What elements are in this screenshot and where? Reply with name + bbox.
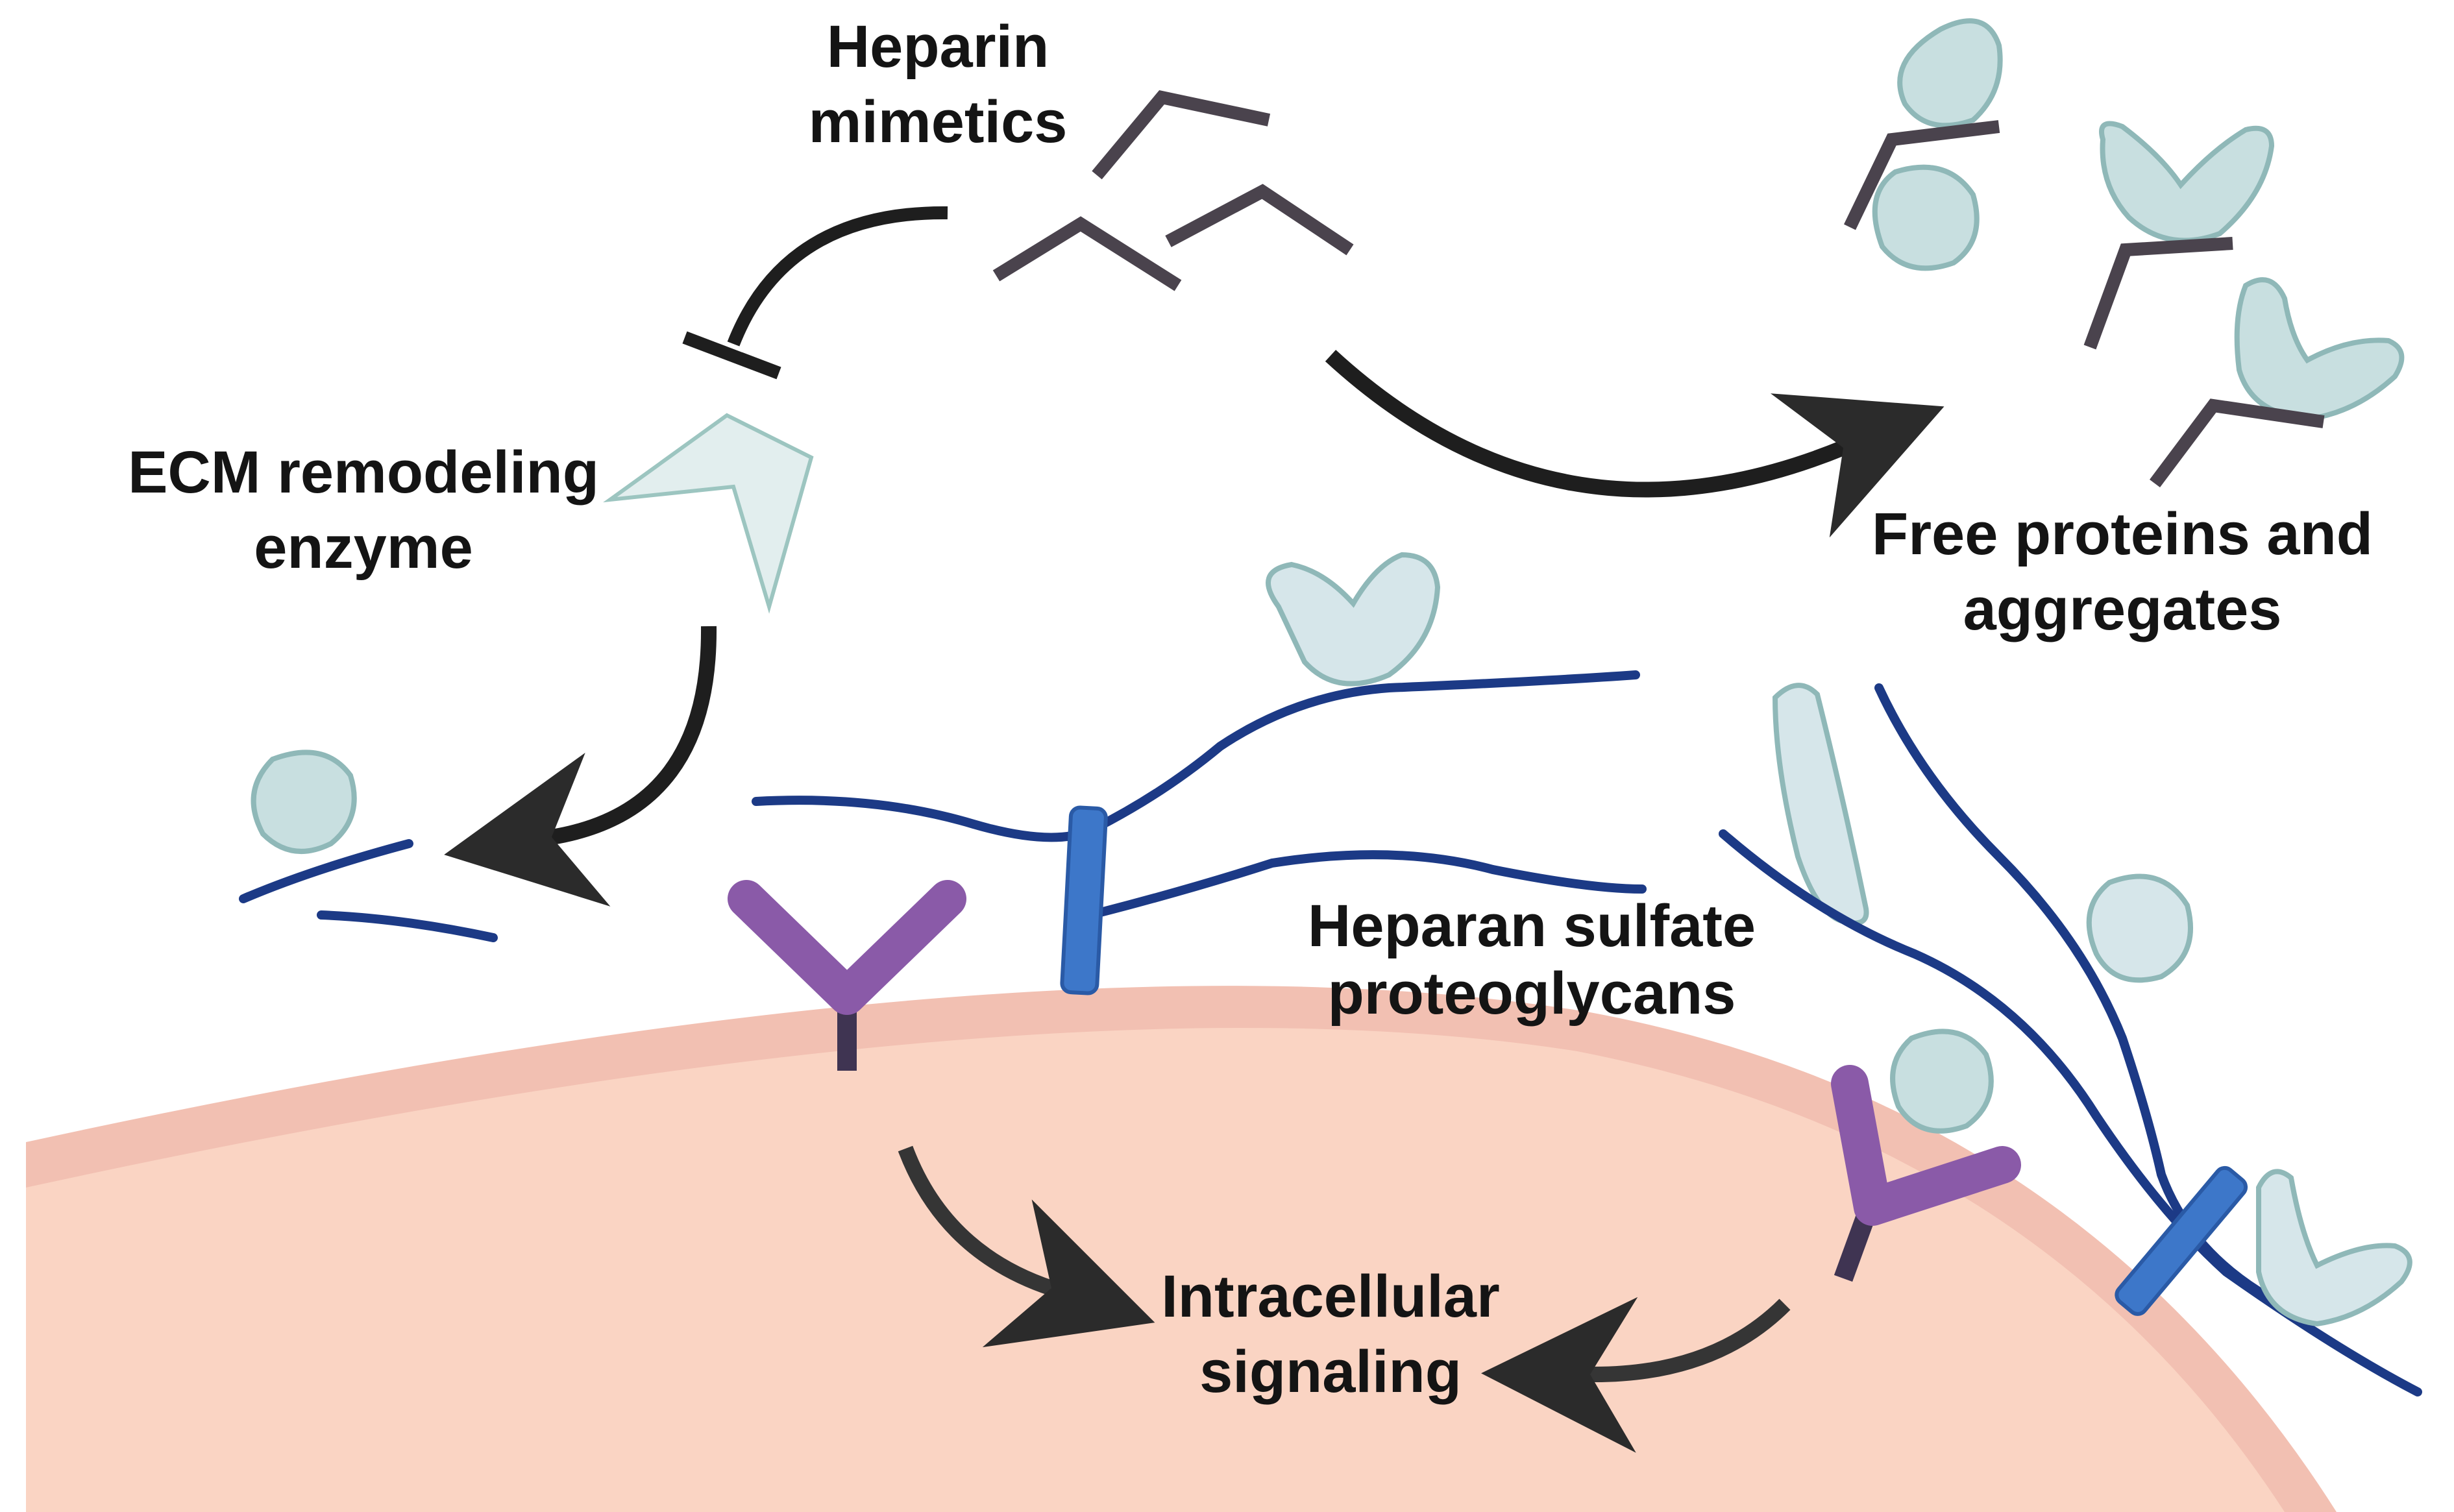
label-line: aggregates: [1963, 576, 2282, 642]
label-line: Intracellular: [1161, 1263, 1500, 1330]
mimetic-chevron: [992, 216, 1182, 291]
mimetic-chevron: [2083, 237, 2233, 350]
curved-arrow-icon: [898, 1145, 1155, 1348]
hs-chain: [752, 670, 1640, 842]
ecm-enzyme-label: ECM remodeling enzyme: [104, 435, 623, 585]
core-protein: [2115, 1165, 2248, 1316]
heparin-mimetics: [992, 90, 1354, 291]
mimetic-chevron: [1165, 184, 1354, 256]
protein-v-shape: [1266, 552, 1441, 687]
y-receptor-icon: [728, 880, 966, 1071]
cleaved-hs-fragment: [239, 750, 498, 942]
protein-v-shape: [2234, 277, 2405, 422]
label-line: proteoglycans: [1327, 960, 1736, 1027]
protein-blob: [251, 750, 357, 854]
hspg-central: [752, 552, 1647, 995]
curved-arrow-icon: [1325, 350, 1945, 538]
hs-chain: [1073, 850, 1647, 923]
hs-chain: [317, 910, 498, 942]
protein-blob: [1872, 164, 1980, 271]
chevron-enzyme-icon: [603, 413, 814, 614]
label-line: Heparan sulfate: [1307, 893, 1756, 959]
receptor-body: [728, 880, 966, 1015]
label-line: Free proteins and: [1872, 501, 2373, 567]
mimetic-chevron: [2150, 398, 2325, 487]
cell: [26, 986, 2337, 1512]
y-receptor-icon: [1831, 1065, 2021, 1282]
hs-chain: [239, 839, 413, 903]
hspg-right: [1719, 683, 2422, 1396]
protein-blob: [2086, 873, 2193, 983]
curved-arrow-icon: [1481, 1297, 1791, 1453]
mimetic-chevron: [1092, 90, 1271, 180]
protein-rod: [1772, 683, 1869, 926]
protein-v-shape: [2256, 1169, 2412, 1327]
label-line: signaling: [1199, 1339, 1462, 1405]
cell-cytoplasm: [26, 1028, 2285, 1512]
label-line: enzyme: [254, 515, 473, 581]
free-proteins-label: Free proteins and aggregates: [1830, 496, 2414, 647]
label-line: ECM remodeling: [128, 439, 599, 506]
protein-blob: [1890, 1029, 1994, 1134]
label-line: Heparin: [826, 14, 1049, 80]
label-line: mimetics: [808, 89, 1068, 155]
free-protein-aggregates: [1843, 18, 2405, 487]
curved-arrow-icon: [444, 626, 717, 907]
mimetic-chevron: [1843, 120, 2000, 230]
inhibition-bar-icon: [682, 206, 948, 380]
protein-blob: [1897, 18, 2003, 128]
receptor-body: [1831, 1065, 2021, 1226]
hs-chain: [1874, 683, 2263, 1296]
protein-v-shape: [2099, 121, 2275, 243]
hspg-label: Heparan sulfate proteoglycans: [1272, 892, 1791, 1027]
heparin-mimetics-label: Heparin mimetics: [759, 9, 1116, 160]
signaling-label: Intracellular signaling: [1103, 1259, 1558, 1409]
core-protein: [1060, 805, 1108, 995]
